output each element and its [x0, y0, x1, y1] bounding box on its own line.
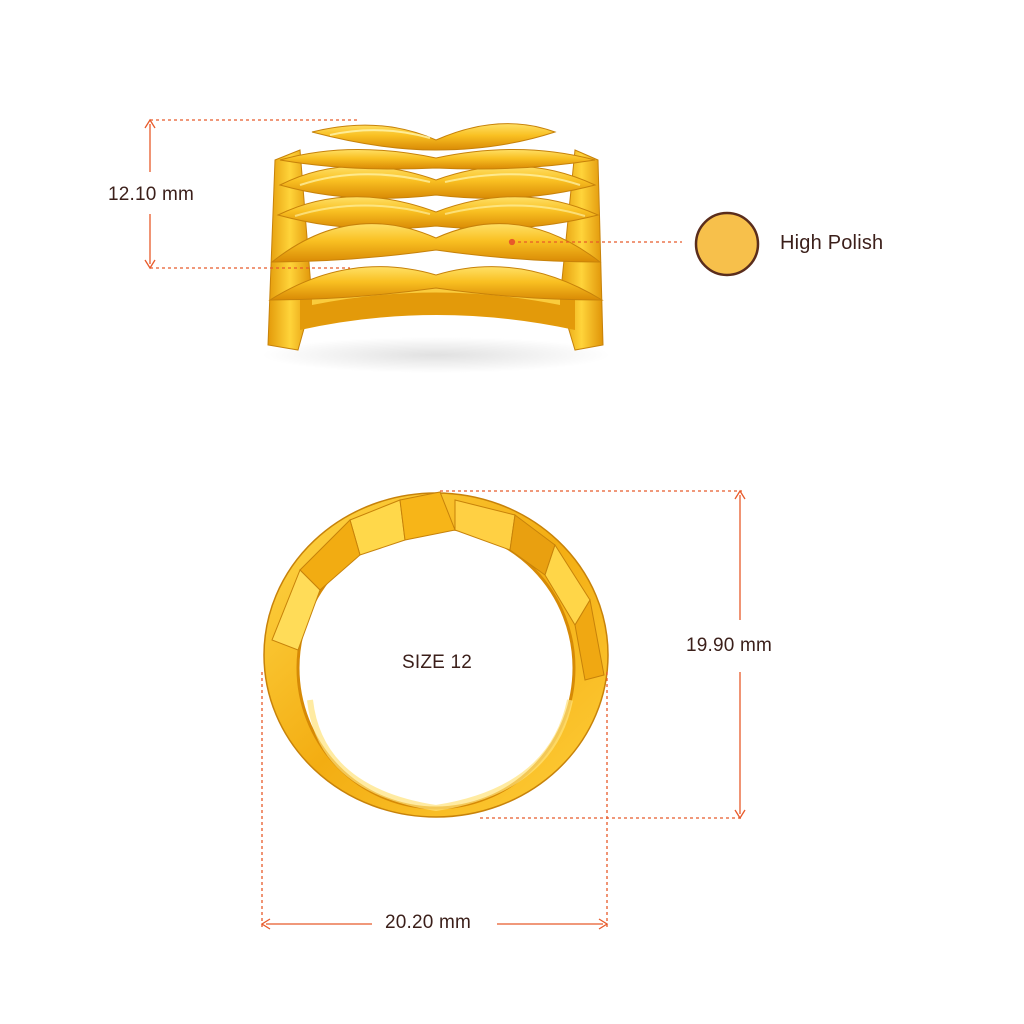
finish-label: High Polish	[780, 232, 884, 254]
dimension-lines	[144, 118, 746, 930]
ring-size-label: SIZE 12	[402, 652, 473, 673]
ring-top-view	[261, 123, 611, 373]
front-view-width-label: 20.20 mm	[385, 912, 472, 933]
front-view-height-label: 19.90 mm	[686, 635, 773, 656]
finish-swatch	[694, 211, 760, 277]
ring-front-view	[263, 491, 609, 818]
top-view-height-label: 12.10 mm	[108, 184, 195, 205]
